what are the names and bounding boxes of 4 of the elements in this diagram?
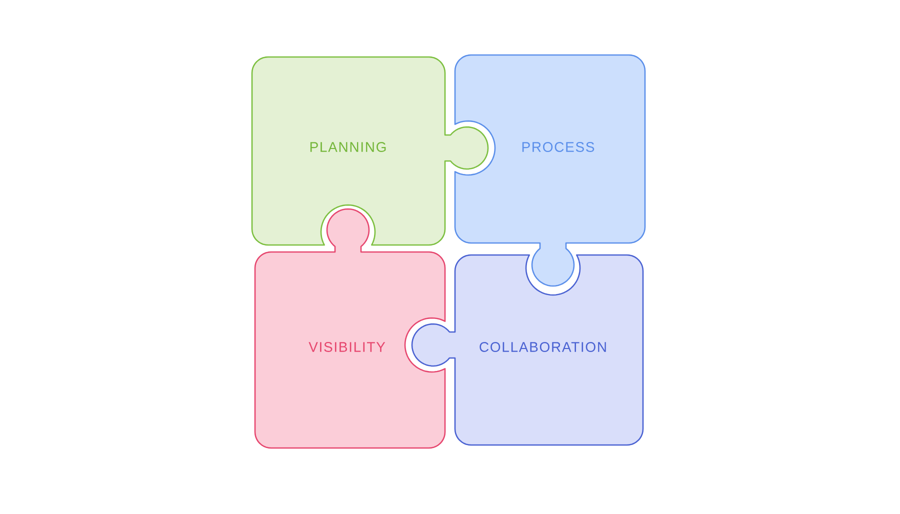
puzzle-piece: VISIBILITY — [254, 208, 446, 449]
puzzle-piece: PLANNING — [251, 56, 489, 246]
puzzle-piece: PROCESS — [454, 54, 646, 287]
puzzle-piece: COLLABORATION — [411, 254, 644, 446]
